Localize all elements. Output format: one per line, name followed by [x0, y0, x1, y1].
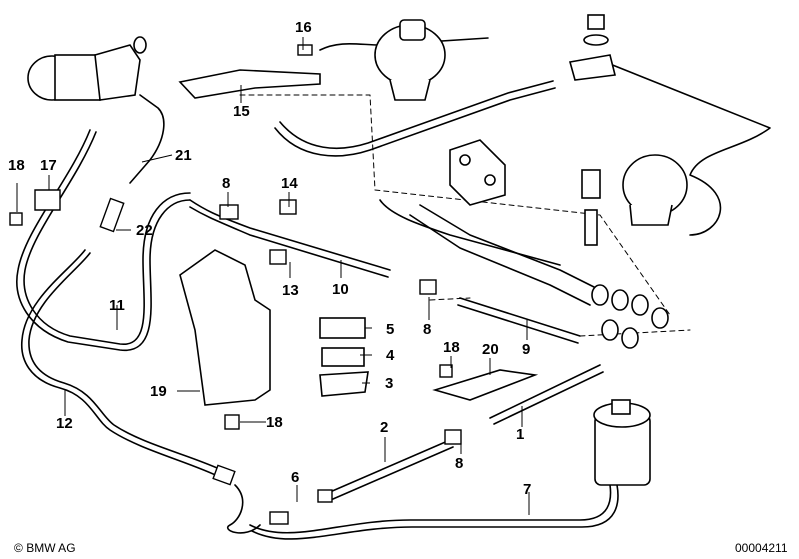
- brand-label: © BMW AG: [14, 542, 76, 554]
- hose-12-inner: [28, 252, 227, 473]
- callout-4: 4: [386, 347, 395, 364]
- hose-7-inner: [251, 484, 619, 540]
- power-steering-pump: [27, 36, 147, 101]
- diagram-number: 00004211: [735, 541, 788, 555]
- callout-15: 15: [233, 103, 250, 120]
- callout-22: 22: [136, 222, 153, 239]
- pipe-2: [329, 439, 451, 493]
- callout-18-left: 18: [8, 157, 25, 174]
- callout-11: 11: [109, 297, 125, 314]
- bracket-15: [178, 69, 321, 99]
- hose-12: [20, 249, 223, 479]
- callout-9: 9: [522, 341, 531, 358]
- callout-17: 17: [40, 157, 57, 174]
- callout-14: 14: [281, 175, 298, 192]
- callout-19: 19: [150, 383, 167, 400]
- oil-reservoir: [593, 399, 651, 486]
- callout-3: 3: [385, 375, 394, 392]
- hose-7: [249, 484, 612, 534]
- callout-12: 12: [56, 415, 73, 432]
- pipe-9: [459, 297, 581, 337]
- callout-10: 10: [332, 281, 349, 298]
- pipe-top-inner: [279, 80, 554, 150]
- hose-1-inner: [493, 371, 604, 425]
- copyright-icon: ©: [14, 541, 23, 555]
- callout-1: 1: [516, 426, 525, 443]
- fittings: [9, 44, 462, 525]
- bracket-20: [432, 369, 539, 401]
- callout-6: 6: [291, 469, 300, 486]
- callout-5: 5: [386, 321, 395, 338]
- hose-pair-a: [419, 204, 601, 291]
- brand-name: BMW AG: [26, 541, 76, 555]
- seal-rings: [591, 284, 669, 349]
- callout-7: 7: [523, 481, 532, 498]
- hose-1: [489, 364, 601, 419]
- callout-8-mid: 8: [423, 321, 432, 338]
- mount-stack: [568, 14, 616, 246]
- pipe-right: [599, 59, 771, 236]
- pipe-10-inner: [189, 206, 389, 278]
- callout-18-bracket: 18: [443, 339, 460, 356]
- hose-11: [16, 129, 191, 351]
- hose-6: [227, 484, 261, 534]
- heat-shield: [179, 249, 271, 406]
- hose-pair-b: [409, 214, 591, 306]
- callout-21: 21: [175, 147, 192, 164]
- valve-block: [449, 139, 506, 206]
- pipe-10: [189, 199, 391, 271]
- callout-20: 20: [482, 341, 499, 358]
- pressure-reservoir-right: [622, 154, 688, 226]
- pipe-2-inner: [332, 446, 454, 500]
- pipe-9-inner: [457, 304, 579, 344]
- pipe-21: [129, 94, 165, 184]
- callout-13: 13: [282, 282, 299, 299]
- clips-3-4-5: [319, 317, 369, 397]
- callout-2: 2: [380, 419, 389, 436]
- callout-18-bottom: 18: [266, 414, 283, 431]
- pipe-top: [274, 87, 556, 157]
- callout-16: 16: [295, 19, 312, 36]
- hose-11-inner: [23, 131, 191, 345]
- pressure-reservoir-top: [374, 19, 446, 101]
- callout-8-top: 8: [222, 175, 231, 192]
- hose-pair-c: [379, 199, 561, 266]
- callout-8-bottom: 8: [455, 455, 464, 472]
